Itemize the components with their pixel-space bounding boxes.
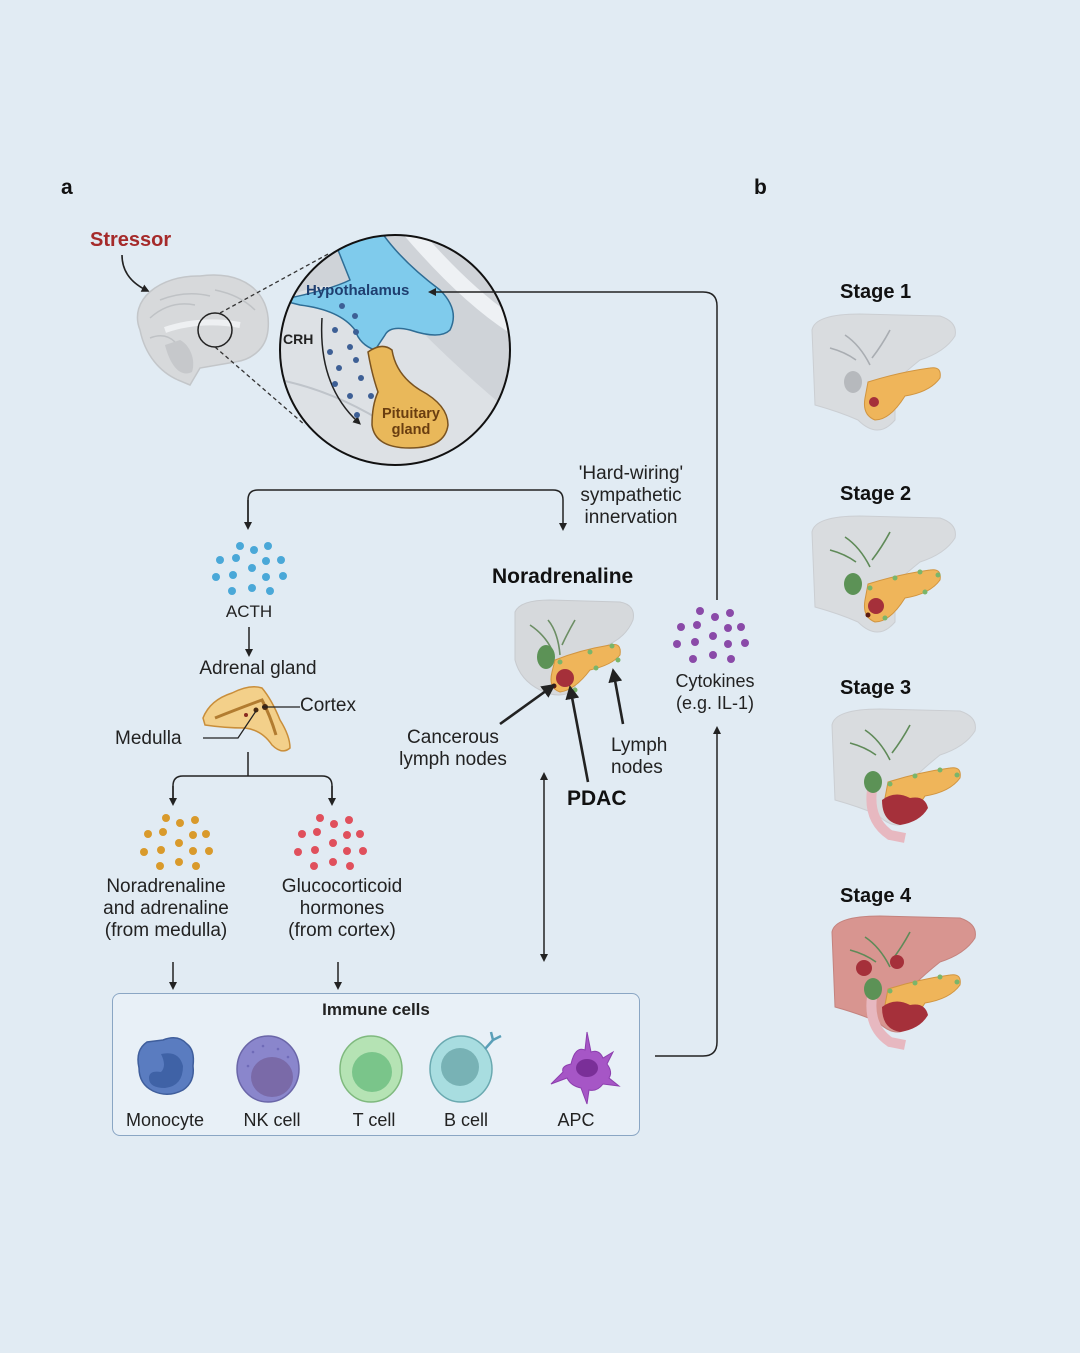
pituitary-label-line2: gland bbox=[391, 422, 431, 438]
apc-label: APC bbox=[557, 1110, 595, 1130]
hpa-split-connector bbox=[247, 489, 567, 531]
monocyte-icon bbox=[137, 1037, 195, 1095]
cytokine-dots bbox=[673, 607, 749, 663]
nk-cell-icon bbox=[236, 1035, 300, 1103]
stage-1-figure bbox=[811, 313, 956, 431]
hardwiring-line2: sympathetic bbox=[580, 485, 682, 506]
lymph-line1: Lymph bbox=[611, 735, 668, 756]
stressor-label: Stressor bbox=[90, 229, 172, 251]
cytokine-to-hypothalamus-connector bbox=[428, 288, 718, 600]
pdac-label: PDAC bbox=[567, 787, 627, 810]
b-cell-icon bbox=[429, 1031, 502, 1103]
adrenal-gland-icon bbox=[202, 686, 291, 752]
brain-icon bbox=[136, 274, 269, 386]
glucocorticoid-label: Glucocorticoid hormones (from cortex) bbox=[262, 876, 422, 942]
crh-dots bbox=[327, 303, 374, 418]
stage-2-title: Stage 2 bbox=[840, 483, 912, 505]
lymph-nodes-label: Lymph nodes bbox=[611, 735, 667, 779]
catecholamine-line3: (from medulla) bbox=[104, 920, 228, 941]
hardwiring-label: 'Hard-wiring' sympathetic innervation bbox=[566, 463, 696, 529]
acth-dots bbox=[212, 542, 287, 595]
apc-icon bbox=[550, 1031, 621, 1105]
t-cell-icon bbox=[339, 1035, 403, 1103]
adrenal-gland-label: Adrenal gland bbox=[199, 658, 317, 679]
stage-1-title: Stage 1 bbox=[840, 281, 912, 303]
nk-cell-label: NK cell bbox=[243, 1110, 301, 1130]
immune-cells-box: Immune cells Monocyte NK cell T cell B c… bbox=[112, 993, 640, 1136]
hardwiring-line3: innervation bbox=[584, 507, 678, 528]
immune-cells-graphics bbox=[137, 1031, 621, 1105]
cytokines-line1: Cytokines bbox=[675, 671, 755, 691]
medulla-label: Medulla bbox=[115, 728, 182, 749]
cytokines-line2: (e.g. IL-1) bbox=[675, 693, 755, 713]
panel-label-a: a bbox=[61, 176, 73, 199]
feedback-connector bbox=[655, 726, 721, 1057]
stage-3-figure bbox=[831, 708, 976, 843]
stressor-arrow bbox=[121, 254, 150, 292]
catecholamine-dots bbox=[140, 814, 213, 870]
cortex-label: Cortex bbox=[300, 695, 356, 716]
liver-pancreas-pdac-icon bbox=[514, 599, 634, 696]
glucocorticoid-line3: (from cortex) bbox=[288, 920, 396, 941]
catecholamine-label: Noradrenaline and adrenaline (from medul… bbox=[86, 876, 246, 942]
stage-3-title: Stage 3 bbox=[840, 677, 912, 699]
hpa-zoom-circle bbox=[280, 235, 510, 465]
cytokines-label: Cytokines (e.g. IL-1) bbox=[660, 670, 770, 714]
stage-2-figure bbox=[811, 515, 956, 633]
glucocorticoid-line2: hormones bbox=[299, 898, 385, 919]
monocyte-label: Monocyte bbox=[125, 1110, 205, 1130]
pituitary-label-line1: Pituitary bbox=[381, 406, 440, 422]
immune-cells-title: Immune cells bbox=[322, 1000, 430, 1019]
panel-label-b: b bbox=[754, 176, 767, 199]
cancerous-lymph-nodes-label: Cancerous lymph nodes bbox=[388, 727, 518, 771]
glucocorticoid-line1: Glucocorticoid bbox=[281, 876, 403, 897]
b-cell-label: B cell bbox=[443, 1110, 488, 1130]
stage-4-title: Stage 4 bbox=[840, 885, 912, 907]
catecholamine-line1: Noradrenaline bbox=[106, 876, 226, 897]
cancerous-line1: Cancerous bbox=[407, 727, 499, 748]
crh-label: CRH bbox=[283, 331, 314, 347]
cancerous-line2: lymph nodes bbox=[399, 749, 507, 770]
pituitary-label: Pituitary gland bbox=[372, 406, 450, 438]
catecholamine-line2: and adrenaline bbox=[103, 898, 229, 919]
lymph-line2: nodes bbox=[611, 757, 663, 778]
acth-label: ACTH bbox=[225, 602, 273, 621]
hardwiring-line1: 'Hard-wiring' bbox=[578, 463, 684, 484]
hypothalamus-label: Hypothalamus bbox=[306, 282, 410, 299]
t-cell-label: T cell bbox=[352, 1110, 396, 1130]
pituitary-gland bbox=[367, 345, 449, 449]
glucocorticoid-dots bbox=[294, 814, 367, 870]
noradrenaline-title: Noradrenaline bbox=[492, 565, 634, 588]
stage-4-figure bbox=[831, 915, 976, 1050]
